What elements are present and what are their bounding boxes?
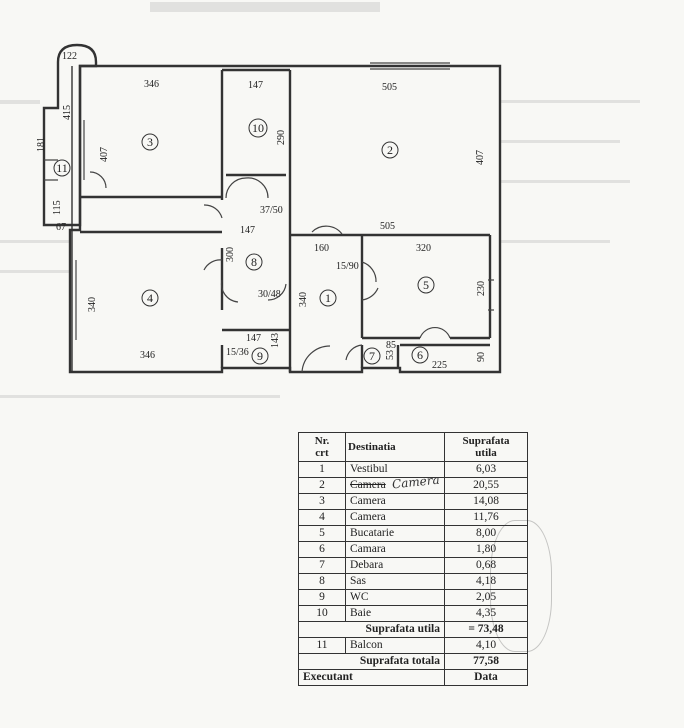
svg-text:53: 53: [385, 350, 396, 360]
interior-walls: [80, 68, 492, 372]
svg-text:320: 320: [416, 243, 431, 254]
window-marks: [75, 62, 494, 340]
room-label-8: 8: [245, 253, 263, 271]
header-destinatia: Destinatia: [345, 432, 445, 462]
svg-text:15/36: 15/36: [226, 347, 249, 358]
room-label-4: 4: [141, 289, 159, 307]
room-label-10: 10: [248, 118, 268, 138]
header-suprafata: Suprafata utila: [444, 432, 528, 462]
outer-walls: [68, 64, 502, 374]
footer-row: Executant Data: [298, 669, 528, 686]
svg-text:160: 160: [314, 243, 329, 254]
room-label-7: 7: [363, 347, 381, 365]
svg-text:10: 10: [252, 121, 264, 135]
svg-text:122: 122: [62, 51, 77, 62]
svg-text:290: 290: [276, 130, 287, 145]
utila-total-row: Suprafata utila = 73,48: [298, 621, 528, 638]
svg-text:4: 4: [147, 291, 153, 305]
svg-text:7: 7: [369, 349, 375, 363]
svg-text:3: 3: [147, 135, 153, 149]
svg-text:115: 115: [52, 200, 63, 215]
room-label-1: 1: [319, 289, 337, 307]
svg-text:143: 143: [270, 333, 281, 348]
svg-text:230: 230: [476, 281, 487, 296]
svg-text:505: 505: [380, 221, 395, 232]
room-label-5: 5: [417, 276, 435, 294]
svg-text:30/48: 30/48: [258, 289, 281, 300]
totala-row: Suprafata totala 77,58: [298, 653, 528, 670]
svg-text:11: 11: [56, 161, 68, 175]
svg-text:505: 505: [382, 82, 397, 93]
svg-text:37/50: 37/50: [260, 205, 283, 216]
svg-text:346: 346: [140, 350, 155, 361]
bleed-through-text: [0, 2, 640, 398]
svg-text:90: 90: [476, 352, 487, 362]
header-nr: Nr. crt: [298, 432, 346, 462]
svg-text:2: 2: [387, 143, 393, 157]
svg-text:147: 147: [248, 80, 263, 91]
svg-text:9: 9: [257, 349, 263, 363]
svg-text:15/90: 15/90: [336, 261, 359, 272]
dimension-labels: 122 346 147 505 407 407 181 415 115 67 2…: [36, 51, 487, 371]
svg-text:300: 300: [225, 247, 236, 262]
floor-plan: 3 10 2 11 8 5 4 1 9 7 6 122 346 147 505 …: [0, 2, 640, 398]
svg-text:5: 5: [423, 278, 429, 292]
svg-text:407: 407: [99, 147, 110, 162]
svg-text:8: 8: [251, 255, 257, 269]
svg-text:340: 340: [298, 292, 309, 307]
svg-text:346: 346: [144, 79, 159, 90]
svg-text:147: 147: [240, 225, 255, 236]
room-label-11: 11: [53, 159, 71, 177]
svg-text:85: 85: [386, 340, 396, 351]
svg-text:340: 340: [87, 297, 98, 312]
room-label-9: 9: [251, 347, 269, 365]
svg-text:67: 67: [56, 222, 66, 233]
svg-text:1: 1: [325, 291, 331, 305]
door-arcs: [89, 171, 451, 373]
room-label-2: 2: [381, 141, 399, 159]
room-label-3: 3: [141, 133, 159, 151]
svg-text:415: 415: [62, 105, 73, 120]
svg-text:407: 407: [475, 150, 486, 165]
svg-text:147: 147: [246, 333, 261, 344]
room-label-6: 6: [411, 346, 429, 364]
svg-text:6: 6: [417, 348, 423, 362]
svg-text:225: 225: [432, 360, 447, 371]
svg-text:181: 181: [36, 137, 47, 152]
